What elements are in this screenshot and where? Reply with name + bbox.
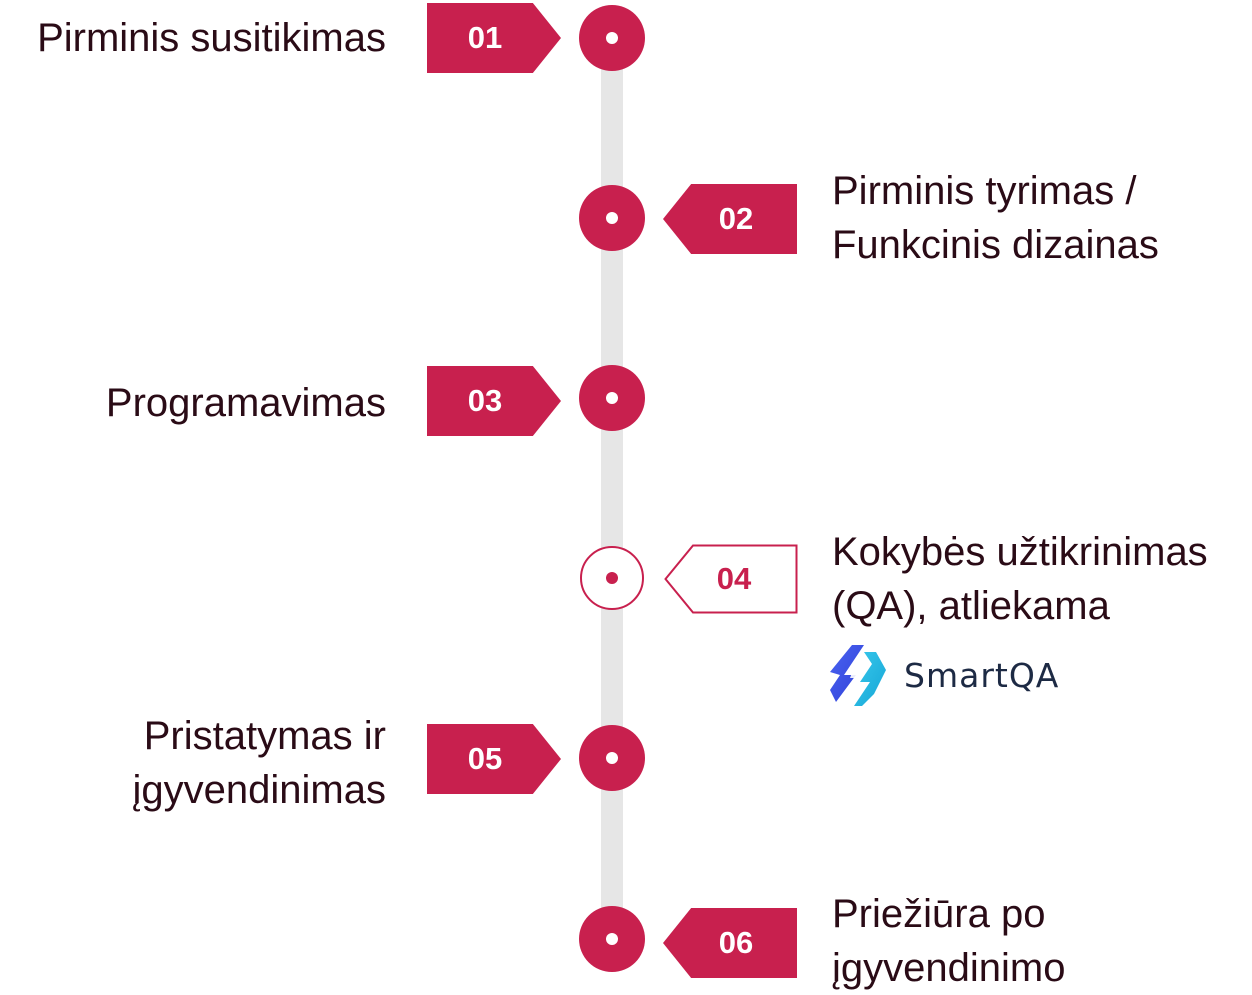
step-06-label: Priežiūra po įgyvendinimo	[832, 892, 1066, 990]
step-05-label: Pristatymas ir įgyvendinimas	[132, 714, 386, 812]
step-06-marker	[579, 906, 645, 972]
step-02-number-tag: 02	[663, 184, 797, 254]
step-04-label: Kokybės užtikrinimas (QA), atliekama	[832, 530, 1208, 628]
step-01-marker	[579, 5, 645, 71]
outlined-tag-shape	[664, 544, 798, 614]
step-05-marker	[579, 725, 645, 791]
step-02-marker	[579, 185, 645, 251]
step-01-number-tag: 01	[427, 3, 561, 73]
marker-dot	[606, 212, 618, 224]
step-03-number-tag: 03	[427, 366, 561, 436]
step-04-marker	[580, 546, 644, 610]
step-03-marker	[579, 365, 645, 431]
marker-dot	[606, 392, 618, 404]
step-05-number-tag: 05	[427, 724, 561, 794]
marker-dot	[606, 572, 618, 584]
smartqa-logo-icon	[830, 645, 886, 706]
smartqa-logo-text: SmartQA	[904, 655, 1060, 695]
timeline-line	[601, 40, 623, 940]
step-06-number-tag: 06	[663, 908, 797, 978]
smartqa-logo: SmartQA	[830, 642, 1059, 708]
step-04-number: 04	[716, 561, 752, 596]
step-03-label: Programavimas	[105, 381, 386, 425]
step-01-label: Pirminis susitikimas	[37, 16, 386, 60]
marker-dot	[606, 32, 618, 44]
step-04-number-tag: 04	[664, 544, 798, 614]
marker-dot	[606, 933, 618, 945]
step-02-label: Pirminis tyrimas / Funkcinis dizainas	[832, 169, 1159, 267]
marker-dot	[606, 752, 618, 764]
